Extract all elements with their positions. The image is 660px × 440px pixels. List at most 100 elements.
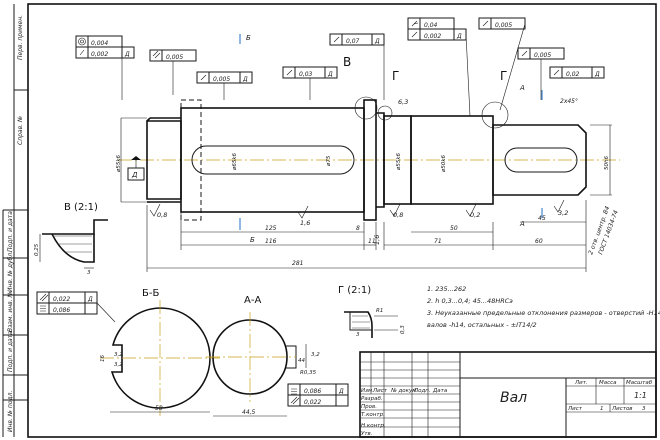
gdt-6-b: 0,002 bbox=[424, 33, 441, 40]
gdt-3-d: Д bbox=[242, 76, 248, 83]
view-g-dim-r1: R1 bbox=[376, 308, 383, 314]
gdt-1-b: 0,002 bbox=[91, 51, 108, 58]
view-g-title: Г (2:1) bbox=[338, 285, 371, 296]
gdt-9-d: Д bbox=[594, 71, 600, 78]
rough-2: 1,6 bbox=[300, 219, 310, 227]
note-1: 1. 235...262 bbox=[427, 285, 466, 293]
dim-d2: ø65k6 bbox=[232, 152, 238, 171]
tb-row-tkontr: Т.контр. bbox=[361, 412, 385, 418]
detail-mark-g2: Г bbox=[500, 69, 507, 83]
section-bb-drawing: 58 16 3,2 3,2 bbox=[100, 300, 220, 416]
rough-7: 6,3 bbox=[398, 98, 408, 106]
margin-label-3: Подп. и дата bbox=[7, 211, 14, 252]
tb-row-razrab: Разраб. bbox=[361, 396, 383, 402]
tb-scale-value: 1:1 bbox=[634, 391, 647, 400]
dim-45: 45 bbox=[538, 215, 546, 222]
note-3: 3. Неуказанные предельные отклонения раз… bbox=[427, 309, 660, 317]
dim-50: 50 bbox=[450, 225, 458, 232]
gdt-1-d: Д bbox=[124, 51, 130, 58]
section-mark-b-bottom: Б bbox=[250, 236, 255, 244]
view-g-dim-03: 0,3 bbox=[400, 325, 406, 334]
section-mark-b-top: Б bbox=[246, 34, 251, 42]
section-aa-dim-32a: 3,2 bbox=[311, 352, 320, 358]
view-v-detail: 0,25 3 bbox=[34, 219, 108, 276]
section-aa-dim-44: 44 bbox=[298, 358, 305, 364]
rough-6: 3,2 bbox=[558, 209, 568, 217]
view-g-detail: 3 R1 0,3 bbox=[344, 308, 406, 338]
gdt-aa-d: Д bbox=[338, 388, 344, 395]
tb-sheets-num: 3 bbox=[642, 406, 646, 412]
detail-mark-g1: Г bbox=[392, 69, 399, 83]
tb-mass: Масса bbox=[599, 380, 617, 386]
dim-8: 8 bbox=[356, 225, 360, 232]
gdt-frames bbox=[75, 17, 605, 84]
dim-chamfer: 2x45° bbox=[560, 98, 578, 105]
tb-lit: Лит. bbox=[574, 380, 588, 386]
gdt-4-d: Д bbox=[327, 71, 333, 78]
gdt-1-a: 0,004 bbox=[91, 40, 108, 47]
tb-col-doc: № докум. bbox=[390, 388, 418, 394]
gdt-bb-2: 0,086 bbox=[53, 307, 70, 314]
view-v-dim-025: 0,25 bbox=[34, 243, 40, 256]
section-mark-a-bottom: А bbox=[519, 220, 525, 228]
gdt-5: 0,07 bbox=[346, 38, 360, 45]
tb-row-prov: Пров. bbox=[361, 404, 377, 410]
section-aa-dim-445: 44,5 bbox=[242, 409, 256, 416]
dim-11: 11 bbox=[368, 238, 376, 245]
gdt-4: 0,03 bbox=[299, 71, 313, 78]
dim-125: 125 bbox=[265, 225, 277, 232]
rough-3: 0,8 bbox=[393, 211, 403, 219]
gdt-3: 0,005 bbox=[213, 76, 230, 83]
section-bb-dim-16: 16 bbox=[100, 355, 106, 362]
shaft-main-view bbox=[118, 96, 620, 221]
margin-label-6: Подп. и дата bbox=[7, 331, 14, 372]
detail-mark-v: В bbox=[343, 55, 351, 69]
tb-row-utv: Утв. bbox=[361, 431, 373, 437]
margin-label-4: Инв. № дубл. bbox=[7, 251, 14, 292]
section-bb-dim-32b: 3,2 bbox=[114, 362, 123, 368]
rough-5: 0,2 bbox=[470, 211, 480, 219]
dim-d6: 50h6 bbox=[604, 156, 610, 170]
gdt-8: 0,005 bbox=[534, 52, 551, 59]
tb-part-name: Вал bbox=[500, 390, 527, 406]
rough-1: 0,8 bbox=[157, 211, 167, 219]
gdt-5-d: Д bbox=[374, 38, 380, 45]
datum-left: Д bbox=[131, 171, 138, 179]
dim-60: 60 bbox=[535, 238, 543, 245]
margin-label-7: Инв. № подл. bbox=[7, 391, 14, 432]
tb-row-nkontr: Н.контр. bbox=[361, 423, 386, 429]
dim-d1: ø55k6 bbox=[116, 154, 122, 173]
dim-d4: ø55k6 bbox=[396, 152, 402, 171]
margin-label-1: Перв. примен. bbox=[17, 15, 24, 60]
tb-col-izm: Изм. bbox=[361, 388, 374, 394]
sheet-frame bbox=[27, 3, 657, 438]
view-v-dim-3: 3 bbox=[87, 270, 91, 276]
note-4: валов -h14, остальных - ±IT14/2 bbox=[427, 321, 537, 329]
dim-71: 71 bbox=[434, 238, 442, 245]
section-bb-dim-32a: 3,2 bbox=[114, 352, 123, 358]
tb-sheet-num: 1 bbox=[600, 406, 604, 412]
gdt-9: 0,02 bbox=[566, 71, 580, 78]
tb-col-date: Дата bbox=[432, 388, 448, 394]
note-2: 2. h 0,3...0,4; 45...48HRCэ bbox=[427, 297, 513, 305]
gdt-aa-2: 0,022 bbox=[304, 399, 321, 406]
tb-sheet: Лист bbox=[567, 406, 583, 412]
gdt-6-a: 0,04 bbox=[424, 22, 438, 29]
margin-label-2: Справ. № bbox=[17, 116, 24, 145]
gdt-6-d: Д bbox=[456, 33, 462, 40]
tb-col-list: Лист bbox=[372, 388, 388, 394]
section-bb-dim-58: 58 bbox=[155, 405, 163, 412]
dim-d5: ø50k6 bbox=[441, 154, 447, 173]
section-aa-drawing: 44,5 44 3,2 R0,35 bbox=[206, 312, 320, 417]
view-g-dim-3: 3 bbox=[356, 332, 360, 338]
section-aa-dim-r: R0,35 bbox=[300, 370, 317, 376]
dim-d3: ø75 bbox=[326, 155, 332, 167]
margin-label-5: Взам. инв. № bbox=[7, 291, 14, 332]
gdt-2: 0,005 bbox=[166, 54, 183, 61]
gdt-7: 0,005 bbox=[495, 22, 512, 29]
gdt-bb-1: 0,022 bbox=[53, 296, 70, 303]
rough-4: 1,6 bbox=[373, 235, 381, 245]
view-v-title: В (2:1) bbox=[64, 202, 98, 213]
